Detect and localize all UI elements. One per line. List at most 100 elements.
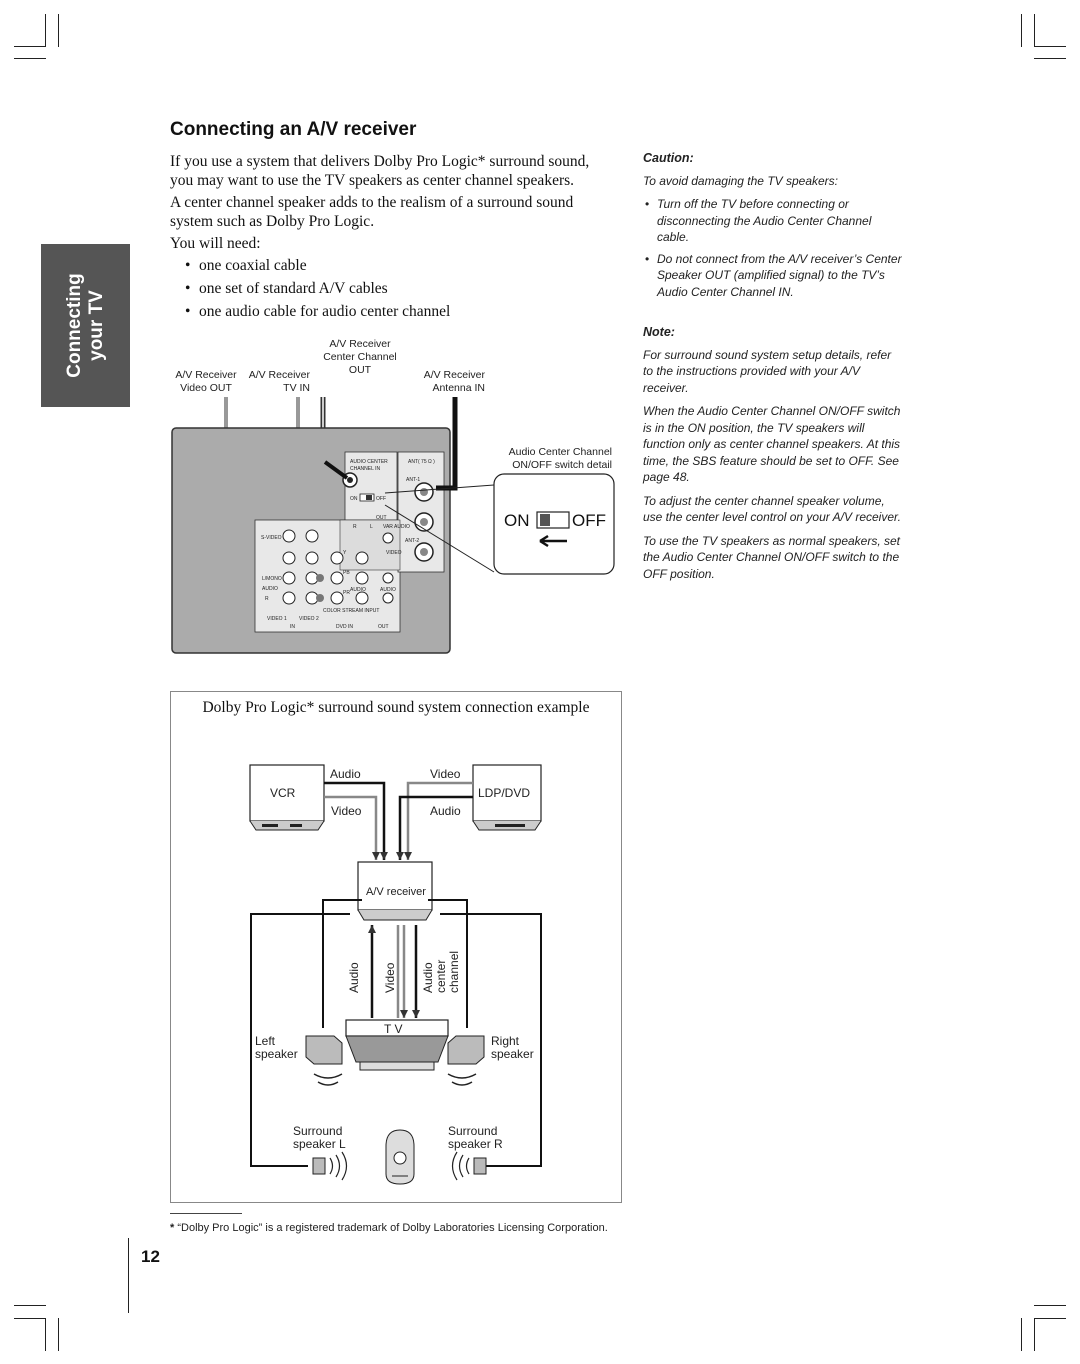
svg-text:VAR AUDIO: VAR AUDIO [383,524,410,530]
intro-paragraph-3: You will need: [170,235,261,252]
svg-text:Y: Y [343,550,347,556]
svg-text:COLOR STREAM INPUT: COLOR STREAM INPUT [323,608,379,614]
footnote-mark: * [170,1222,175,1234]
list-item: Do not connect from the A/V receiver’s C… [643,251,903,301]
left-speaker-label: Left speaker [255,1034,298,1061]
caution-heading: Caution: [643,151,694,165]
svg-text:ANT-1: ANT-1 [406,477,420,483]
intro-paragraph-1: If you use a system that delivers Dolby … [170,153,590,189]
intro-paragraph-2: A center channel speaker adds to the rea… [170,194,574,230]
note-paragraph: To adjust the center channel speaker vol… [643,493,901,525]
list-item: one audio cable for audio center channel [185,302,450,321]
section-tab: Connecting your TV [41,244,130,407]
svg-text:ANT( 75 Ω ): ANT( 75 Ω ) [408,459,435,465]
caution-intro: To avoid damaging the TV speakers: [643,173,839,188]
av-receiver-device [357,861,433,911]
svg-text:PB: PB [343,570,350,576]
needs-list: one coaxial cable one set of standard A/… [185,256,450,325]
note-heading: Note: [643,325,675,339]
svg-text:S-VIDEO: S-VIDEO [261,535,282,541]
ldp-label: LDP/DVD [478,786,531,800]
label-center-out: A/V Receiver Center Channel OUT [323,338,397,376]
label-tv-in: A/V Receiver TV IN [248,369,310,394]
svg-text:ON: ON [350,496,358,502]
svg-text:VIDEO: VIDEO [386,550,402,556]
svg-text:AUDIO CENTER: AUDIO CENTER [350,459,388,465]
svg-text:AUDIO: AUDIO [350,587,366,593]
left-speaker [305,1035,343,1065]
right-speaker-label: Right speaker [491,1034,534,1061]
svg-text:VIDEO 1: VIDEO 1 [267,616,287,622]
connection-example-box: Dolby Pro Logic* surround sound system c… [170,691,622,1203]
svg-text:VIDEO 2: VIDEO 2 [299,616,319,622]
connection-example-title: Dolby Pro Logic* surround sound system c… [202,699,590,716]
switch-arrow-icon [539,534,567,548]
pb-jack [330,571,344,585]
video2-jack [305,551,319,565]
footnote-rule [170,1213,242,1214]
audio-r-jack-1 [282,591,296,605]
sound-wave-icon [313,1073,343,1086]
right-speaker [447,1035,485,1065]
svg-text:R: R [353,524,357,530]
ldp-video-label: Video [430,767,461,781]
svg-text:L: L [370,524,373,530]
page-heading: Connecting an A/V receiver [170,119,417,140]
note-paragraph: For surround sound system setup details,… [643,347,892,395]
audio-out-l-jack [355,571,369,585]
pr-jack [330,591,344,605]
footnote: * “Dolby Pro Logic” is a registered trad… [170,1222,608,1234]
svideo-jack-2 [305,529,319,543]
callout-line [384,484,495,494]
switch-off-label: OFF [572,511,606,530]
audio-out-r-jack [355,591,369,605]
video1-jack [282,551,296,565]
svg-text:AUDIO: AUDIO [380,587,396,593]
receiver-label: A/V receiver [366,886,426,898]
note-paragraph: When the Audio Center Channel ON/OFF swi… [643,404,901,484]
vcr-device [249,764,325,822]
svg-text:AUDIO: AUDIO [262,586,278,592]
surround-right-label: Surround speaker R [448,1124,503,1151]
surround-speaker-left [312,1157,326,1175]
svg-text:OFF: OFF [376,496,386,502]
section-tab-line1: Connecting [63,273,85,378]
list-item: one coaxial cable [185,256,450,275]
page-number: 12 [141,1247,160,1266]
svg-text:OUT: OUT [376,515,387,521]
ldp-device [472,764,542,822]
section-tab-line2: your TV [85,290,107,361]
v-video-label: Video [383,962,397,993]
svideo-jack-1 [282,529,296,543]
ldp-audio-label: Audio [430,804,461,818]
sound-wave-icon [447,1073,477,1086]
caution-list: Turn off the TV before connecting or dis… [643,196,903,300]
svg-text:L/MONO: L/MONO [262,576,282,582]
audio-l-jack-1 [282,571,296,585]
surround-left-label: Surround speaker L [293,1124,346,1151]
svg-text:R: R [265,596,269,602]
svg-text:OUT: OUT [378,624,389,630]
svg-text:PR: PR [343,590,350,596]
svg-text:ANT-2: ANT-2 [405,538,419,544]
switch-on-label: ON [504,511,530,530]
svg-text:DVD IN: DVD IN [336,624,353,630]
svg-text:IN: IN [290,624,295,630]
video-out-jack [355,551,369,565]
v-center-label: Audio center channel [421,950,461,993]
label-video-out: A/V Receiver Video OUT [175,369,237,394]
label-antenna-in: A/V Receiver Antenna IN [423,369,485,394]
side-notes: Caution: To avoid damaging the TV speake… [643,150,903,589]
surround-diagram [249,764,542,1185]
y-jack [330,551,344,565]
list-item: one set of standard A/V cables [185,279,450,298]
label-switch-detail: Audio Center Channel ON/OFF switch detai… [508,446,612,471]
v-audio-label: Audio [347,962,361,993]
tv-label: T V [384,1022,403,1036]
footnote-text: “Dolby Pro Logic” is a registered tradem… [177,1222,608,1234]
svg-text:CHANNEL IN: CHANNEL IN [350,466,380,472]
surround-speaker-right [473,1157,487,1175]
list-item: Turn off the TV before connecting or dis… [643,196,903,246]
connection-diagram: AUDIO CENTER CHANNEL IN ANT( 75 Ω ) ANT-… [171,397,615,654]
vcr-label: VCR [270,786,296,800]
